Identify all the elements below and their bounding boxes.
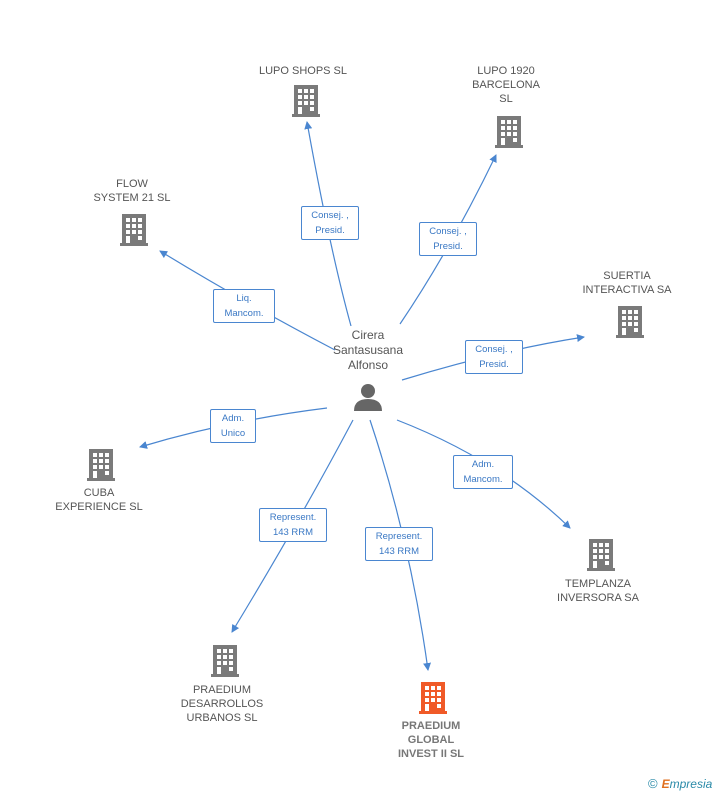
relation-label-cuba[interactable]: Adm. Unico (210, 409, 256, 443)
company-label-suertia[interactable]: SUERTIA INTERACTIVA SA (582, 270, 672, 296)
company-label-lupo-shops[interactable]: LUPO SHOPS SL (258, 65, 348, 77)
brand-name: mpresia (669, 777, 713, 791)
relation-label-praedium-global[interactable]: Represent. 143 RRM (365, 527, 433, 561)
building-icon[interactable] (292, 85, 320, 117)
building-icon[interactable] (87, 449, 115, 481)
relation-label-suertia[interactable]: Consej. , Presid. (465, 340, 523, 374)
copyright-symbol: © (648, 776, 658, 791)
company-label-lupo-1920[interactable]: LUPO 1920 BARCELONA SL (472, 65, 540, 105)
relation-label-flow-system[interactable]: Liq. Mancom. (213, 289, 275, 323)
relation-label-lupo-1920[interactable]: Consej. , Presid. (419, 222, 477, 256)
building-icon[interactable] (211, 645, 239, 677)
empresia-credit[interactable]: ©Empresia (648, 776, 712, 791)
brand-initial: E (661, 777, 670, 791)
relation-label-templanza[interactable]: Adm. Mancom. (453, 455, 513, 489)
center-person-name[interactable]: Cirera Santasusana Alfonso (332, 328, 404, 372)
company-label-praedium-desarrollos[interactable]: PRAEDIUM DESARROLLOS URBANOS SL (180, 684, 264, 724)
company-label-praedium-global[interactable]: PRAEDIUM GLOBAL INVEST II SL (397, 720, 464, 760)
building-icon[interactable] (120, 214, 148, 246)
building-icon[interactable] (495, 116, 523, 148)
building-icon[interactable] (616, 306, 644, 338)
relation-label-lupo-shops[interactable]: Consej. , Presid. (301, 206, 359, 240)
building-icon[interactable] (419, 682, 447, 714)
company-label-templanza[interactable]: TEMPLANZA INVERSORA SA (557, 578, 639, 604)
company-label-flow-system[interactable]: FLOW SYSTEM 21 SL (93, 178, 171, 204)
building-icon[interactable] (587, 539, 615, 571)
company-label-cuba[interactable]: CUBA EXPERIENCE SL (55, 487, 143, 513)
person-icon[interactable] (354, 384, 382, 411)
relation-label-praedium-desarrollos[interactable]: Represent. 143 RRM (259, 508, 327, 542)
